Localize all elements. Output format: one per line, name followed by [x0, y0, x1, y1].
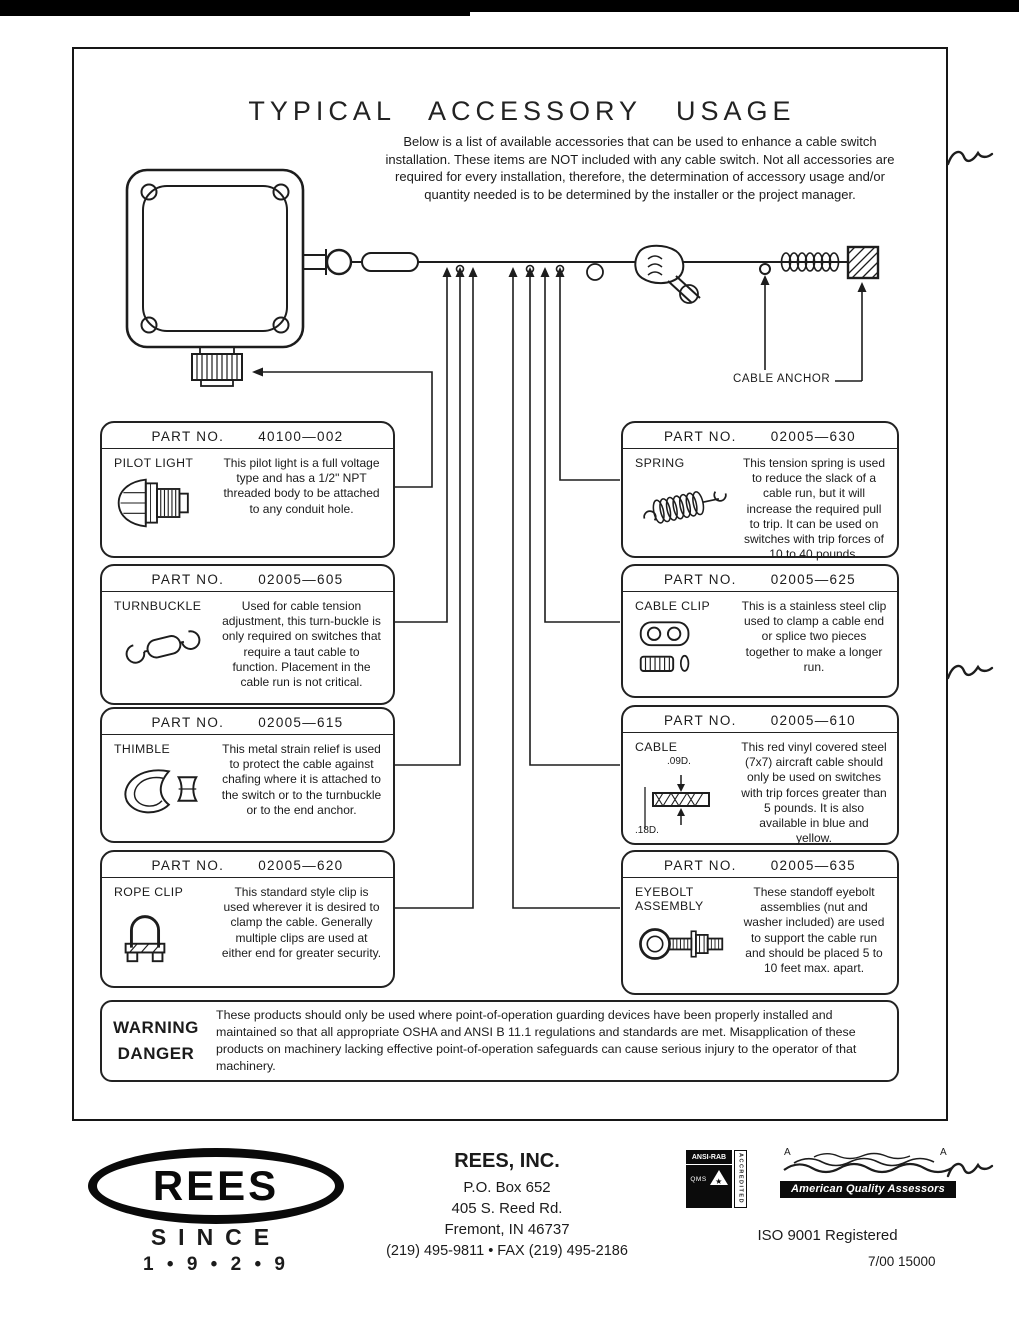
iso-registered-text: ISO 9001 Registered [757, 1227, 898, 1244]
part-no-value: 02005—610 [770, 713, 856, 728]
aqa-name-bar: American Quality Assessors [780, 1181, 956, 1198]
page-border [72, 47, 948, 1121]
part-box-header: PART NO. 02005—610 [623, 707, 897, 733]
part-box-header: PART NO. 02005—625 [623, 566, 897, 592]
part-description: Used for cable tension adjustment, this … [222, 599, 381, 690]
ansi-triangle-star-icon: ★ [709, 1170, 728, 1186]
spring-icon [635, 475, 739, 537]
rees-logo: REES [88, 1148, 344, 1224]
svg-text:A: A [784, 1147, 791, 1158]
part-box-header: PART NO. 02005—630 [623, 423, 897, 449]
part-box-spring: PART NO. 02005—630 SPRING [621, 421, 899, 561]
company-address-block: REES, INC. P.O. Box 652 405 S. Reed Rd. … [352, 1150, 662, 1262]
part-name: CABLE [635, 740, 678, 754]
part-no-label: PART NO. [151, 858, 225, 873]
thimble-icon [114, 761, 218, 817]
part-box-cable: PART NO. 02005—610 CABLE [621, 705, 899, 845]
part-no-label: PART NO. [151, 715, 225, 730]
part-description: This pilot light is a full voltage type … [223, 456, 380, 516]
ansi-rab-label: ANSI-RAB [686, 1150, 732, 1165]
part-no-label: PART NO. [664, 572, 737, 587]
part-name: TURNBUCKLE [114, 599, 202, 613]
part-no-value: 02005—635 [770, 858, 856, 873]
cable-cross-section-icon: .09D. .18D. [635, 756, 727, 839]
part-description: This metal strain relief is used to prot… [221, 742, 382, 817]
part-no-label: PART NO. [151, 429, 225, 444]
scan-mark-1 [946, 150, 994, 166]
document-code: 7/00 15000 [868, 1254, 936, 1269]
part-name: THIMBLE [114, 742, 171, 756]
scan-artifact-top-bar-2 [0, 12, 470, 16]
address-line: 405 S. Reed Rd. [451, 1200, 563, 1217]
ansi-rab-accreditation-logo: ANSI-RAB QMS ★ ACCREDITED [686, 1150, 747, 1208]
eyebolt-icon [635, 918, 739, 970]
part-name: SPRING [635, 456, 685, 470]
address-line: Fremont, IN 46737 [444, 1221, 570, 1238]
cable-dim-bottom: .18D. [635, 825, 659, 836]
part-box-turnbuckle: PART NO. 02005—605 TURNBUCKLE [100, 564, 395, 705]
part-box-thimble: PART NO. 02005—615 THIMBLE Thi [100, 707, 395, 843]
scan-mark-3 [946, 1162, 994, 1178]
part-no-value: 02005—630 [770, 429, 856, 444]
scan-artifact-top-bar [0, 0, 1019, 12]
phone-fax-line: (219) 495-9811 • FAX (219) 495-2186 [386, 1243, 628, 1259]
rees-logo-text: REES [152, 1162, 280, 1209]
warning-box: WARNING DANGER These products should onl… [100, 1000, 899, 1082]
page-title: TYPICAL ACCESSORY USAGE [248, 96, 796, 126]
part-box-eyebolt-assembly: PART NO. 02005—635 EYEBOLT ASSEMBLY [621, 850, 899, 995]
accredited-strip: ACCREDITED [734, 1150, 747, 1208]
part-box-header: PART NO. 02005—620 [102, 852, 393, 878]
warning-label: WARNING [113, 1018, 199, 1037]
american-quality-assessors-logo: A A American Quality Assessors [780, 1146, 956, 1198]
intro-paragraph: Below is a list of available accessories… [385, 134, 895, 202]
part-description: This standard style clip is used whereve… [221, 885, 382, 960]
part-no-value: 02005—620 [258, 858, 344, 873]
since-label: SINCE [150, 1224, 282, 1250]
part-name: ROPE CLIP [114, 885, 184, 899]
part-box-header: PART NO. 02005—605 [102, 566, 393, 592]
part-description: This is a stainless steel clip used to c… [741, 599, 887, 674]
qms-label: QMS [690, 1176, 707, 1183]
turnbuckle-icon [114, 618, 218, 676]
part-no-label: PART NO. [151, 572, 225, 587]
part-description: This red vinyl covered steel (7x7) aircr… [741, 740, 887, 846]
part-name: EYEBOLT ASSEMBLY [635, 885, 704, 913]
part-no-label: PART NO. [664, 429, 737, 444]
part-no-label: PART NO. [664, 713, 737, 728]
part-description: These standoff eyebolt assemblies (nut a… [743, 885, 885, 976]
part-name: PILOT LIGHT [114, 456, 194, 470]
rope-clip-icon [114, 904, 218, 968]
scan-mark-2 [946, 664, 994, 680]
part-box-cable-clip: PART NO. 02005—625 CABLE CLIP [621, 564, 899, 698]
part-box-header: PART NO. 02005—635 [623, 852, 897, 878]
pilot-light-icon [114, 475, 218, 531]
cable-clip-icon [635, 618, 739, 682]
svg-text:A: A [940, 1147, 947, 1158]
part-name: CABLE CLIP [635, 599, 711, 613]
part-box-rope-clip: PART NO. 02005—620 ROPE CLIP [100, 850, 395, 988]
part-no-label: PART NO. [664, 858, 737, 873]
part-box-pilot-light: PART NO. 40100—002 PILOT LIGHT [100, 421, 395, 558]
part-no-value: 02005—605 [258, 572, 344, 587]
part-description: This tension spring is used to reduce th… [742, 456, 886, 562]
part-no-value: 02005—625 [770, 572, 856, 587]
part-box-header: PART NO. 02005—615 [102, 709, 393, 735]
company-name: REES, INC. [454, 1150, 560, 1172]
part-box-header: PART NO. 40100—002 [102, 423, 393, 449]
part-no-value: 40100—002 [258, 429, 344, 444]
warning-text: These products should only be used where… [216, 1008, 857, 1073]
since-years: 1 • 9 • 2 • 9 [143, 1254, 289, 1275]
part-no-value: 02005—615 [258, 715, 344, 730]
cable-dim-top: .09D. [667, 756, 691, 767]
aqa-waves-icon: A A [783, 1147, 953, 1174]
danger-label: DANGER [117, 1044, 195, 1063]
address-line: P.O. Box 652 [463, 1179, 551, 1196]
cable-anchor-label: CABLE ANCHOR [733, 373, 831, 385]
